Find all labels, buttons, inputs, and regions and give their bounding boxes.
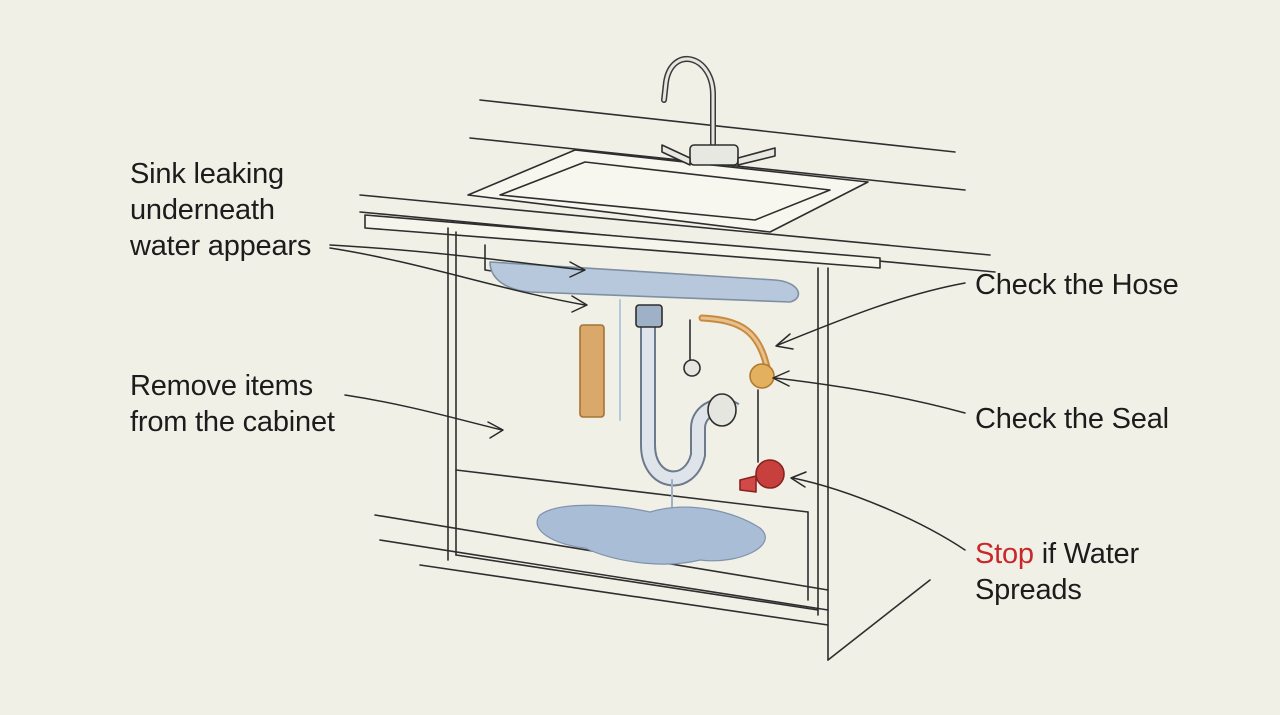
- tape-patch: [579, 324, 605, 418]
- arrow-check-hose: [777, 282, 966, 346]
- cabinet-bottom-edge: [419, 564, 829, 626]
- floor-line: [827, 579, 931, 661]
- water-puddle: [536, 504, 766, 565]
- arrow-head: [569, 261, 586, 278]
- countertop: [364, 214, 881, 269]
- arrow-head: [571, 295, 588, 313]
- sink-underside: [489, 261, 800, 303]
- faucet-handle-left: [661, 144, 691, 166]
- arrow-head: [790, 471, 807, 488]
- label-stop-line2: Spreads: [975, 574, 1082, 606]
- drain-pipe: [640, 305, 740, 487]
- shutoff-handle: [739, 475, 757, 493]
- label-check-hose: Check the Hose: [975, 267, 1179, 303]
- stop-highlight: Stop: [975, 538, 1034, 570]
- label-check-seal-text: Check the Seal: [975, 403, 1169, 435]
- label-check-hose-text: Check the Hose: [975, 269, 1179, 301]
- stop-rest-line1: if Water: [1033, 538, 1139, 570]
- sink-basin: [467, 149, 869, 233]
- label-sink-leaking-line2: underneath: [130, 194, 275, 226]
- cabinet-shelf: [455, 469, 809, 513]
- arrow-check-seal: [774, 377, 966, 414]
- arrow-sink-leak-1: [329, 244, 584, 271]
- label-stop-if-water-spreads: Stop if Water Spreads: [975, 536, 1139, 608]
- label-check-seal: Check the Seal: [975, 401, 1169, 437]
- seal-fitting: [749, 363, 775, 389]
- label-sink-leaking-line1: Sink leaking: [130, 158, 284, 190]
- arrow-sink-leak-2: [329, 247, 586, 306]
- drain-nut: [635, 304, 663, 328]
- label-remove-items-line1: Remove items: [130, 370, 313, 402]
- label-sink-leaking: Sink leaking underneath water appears: [130, 156, 311, 264]
- arrow-head: [775, 333, 794, 350]
- label-stop-line1: Stop if Water: [975, 536, 1139, 572]
- valve-left: [683, 359, 701, 377]
- arrow-head: [487, 421, 504, 439]
- label-sink-leaking-line3: water appears: [130, 230, 312, 262]
- faucet-handle-right: [737, 147, 776, 166]
- wall-line: [479, 99, 956, 153]
- label-remove-items-line2: from the cabinet: [130, 406, 335, 438]
- trap-outlet: [707, 393, 737, 427]
- cabinet-plinth: [379, 539, 829, 611]
- faucet-highlight: [662, 57, 715, 162]
- faucet-base: [689, 144, 739, 166]
- supply-hose-core: [700, 316, 770, 374]
- arrow-remove-items: [344, 394, 503, 431]
- sink-basin-inner: [499, 161, 831, 221]
- arrow-head: [772, 370, 790, 387]
- cabinet-bottom-edge: [455, 554, 819, 611]
- wall-line: [359, 194, 991, 256]
- arrow-stop: [792, 477, 966, 551]
- label-remove-items: Remove items from the cabinet: [130, 368, 335, 440]
- shutoff-valve: [755, 459, 785, 489]
